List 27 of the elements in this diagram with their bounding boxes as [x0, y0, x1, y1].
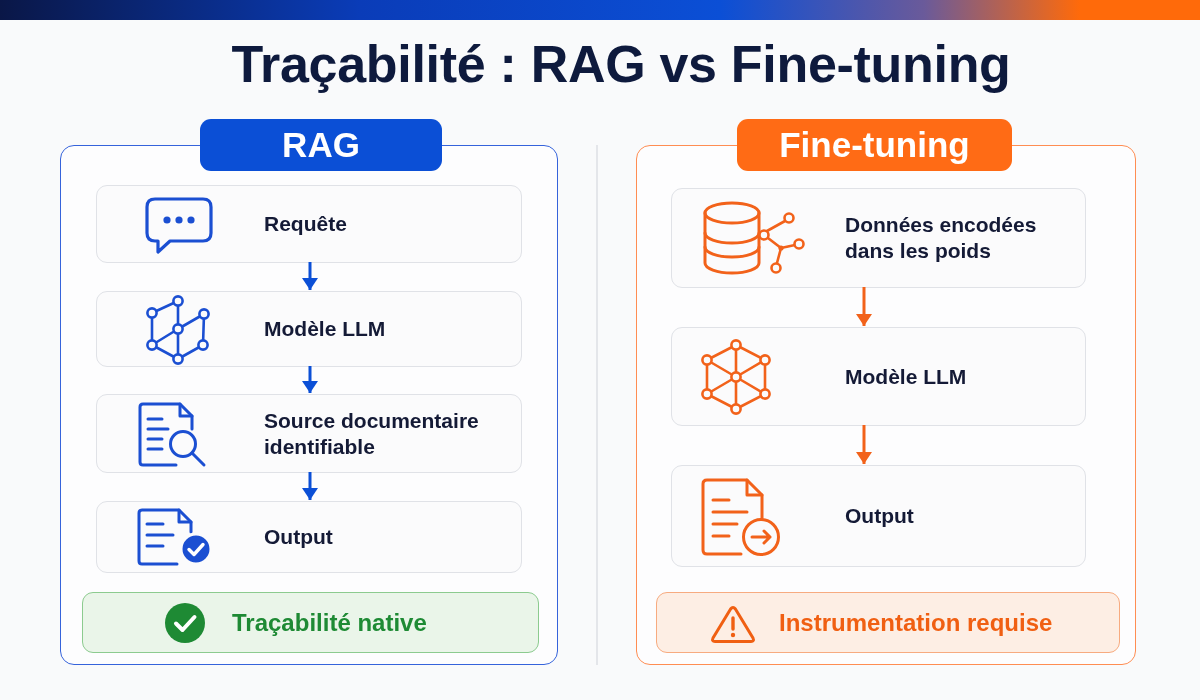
step-card	[96, 291, 522, 367]
status-label: Instrumentation requise	[779, 608, 1053, 637]
panel-heading: Fine-tuning	[737, 119, 1012, 171]
step-label: Modèle LLM	[264, 315, 386, 342]
status-banner	[656, 592, 1120, 653]
arrow	[302, 472, 318, 500]
step-card	[671, 465, 1086, 567]
status-label: Traçabilité native	[232, 608, 427, 637]
step-card	[96, 501, 522, 573]
step-card	[96, 185, 522, 263]
arrow	[302, 366, 318, 393]
step-label: Output	[845, 502, 914, 529]
step-card	[671, 327, 1086, 426]
step-label: Output	[264, 523, 333, 550]
gradient-bar	[0, 0, 1200, 20]
step-label: Requête	[264, 210, 347, 237]
diagram-title: Traçabilité : RAG vs Fine-tuning	[231, 36, 1011, 94]
step-card	[671, 188, 1086, 288]
step-label: Modèle LLM	[845, 363, 967, 390]
step-card	[96, 394, 522, 473]
step-label: Données encodées dans les poids	[845, 211, 1038, 264]
arrow	[856, 425, 872, 464]
panel-heading: RAG	[200, 119, 442, 171]
arrow	[302, 262, 318, 290]
step-label: Source documentaire identifiable	[264, 407, 480, 460]
status-banner	[82, 592, 539, 653]
arrow	[856, 287, 872, 326]
